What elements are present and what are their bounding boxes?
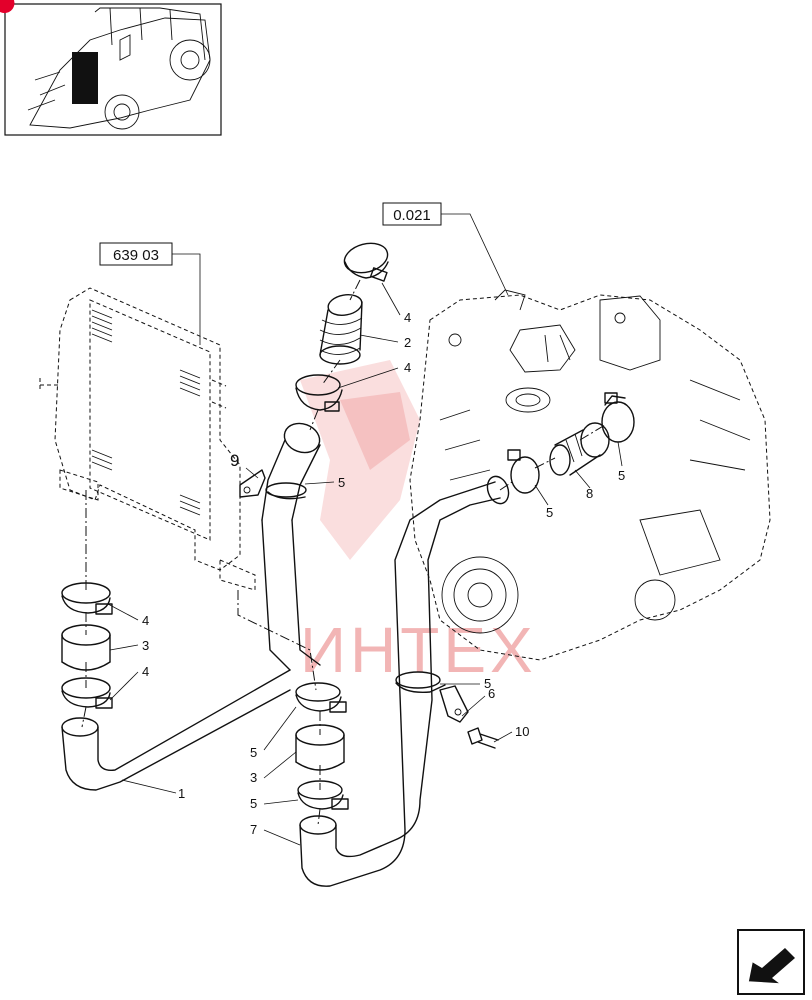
clamp-part-5-pipe7 (395, 671, 446, 693)
bracket-part-6 (439, 685, 469, 723)
tractor-thumbnail-icon[interactable] (0, 0, 222, 136)
callout-3-center: 3 (250, 770, 257, 785)
left-clamp-part-4-upper (61, 582, 113, 615)
callout-5-engine-left: 5 (546, 505, 553, 520)
bracket-part-9 (239, 469, 266, 498)
corner-mark-icon (0, 0, 15, 14)
cooler-reference-label: 639 03 (113, 247, 159, 264)
engine-clamp-part-5-right (601, 392, 635, 443)
next-page-arrow-icon[interactable] (737, 929, 805, 995)
callout-5-center-lower: 5 (250, 796, 257, 811)
leader-lines (107, 282, 623, 846)
engine-clamp-part-5-left (507, 449, 540, 494)
callout-numbers: 4 2 4 5 9 4 3 4 1 5 3 5 7 5 6 10 8 5 5 (142, 310, 625, 837)
callout-5-engine-right: 5 (618, 468, 625, 483)
left-clamp-part-4-lower (61, 677, 113, 709)
cooler-reference-box[interactable]: 639 03 (99, 242, 201, 345)
callout-4-left-upper: 4 (142, 613, 149, 628)
callout-8: 8 (586, 486, 593, 501)
engine-reference-label: 0.021 (393, 207, 431, 224)
alignment-lines (81, 279, 606, 826)
callout-1: 1 (178, 786, 185, 801)
callout-4-middle: 4 (404, 360, 411, 375)
engine-reference-box[interactable]: 0.021 (382, 202, 509, 296)
upper-clamp-part-4 (343, 242, 389, 282)
engine-outline (409, 289, 771, 661)
callout-5-center-upper: 5 (250, 745, 257, 760)
callout-10: 10 (515, 724, 529, 739)
clamp-part-5-upper (265, 482, 307, 500)
intercooler-outline (39, 287, 256, 591)
bolt-part-10 (467, 727, 499, 749)
watermark-text: ИНТЕХ (300, 614, 537, 686)
callout-9: 9 (230, 451, 239, 470)
callout-7: 7 (250, 822, 257, 837)
callout-5-pipe7: 5 (484, 676, 491, 691)
callout-4-left-lower: 4 (142, 664, 149, 679)
watermark-logo: ИНТЕХ (300, 360, 537, 686)
middle-clamp-part-4 (295, 374, 343, 412)
pipe-part-7 (299, 475, 510, 887)
pipe-part-1 (61, 669, 291, 791)
callout-2: 2 (404, 335, 411, 350)
center-clamp-part-5-lower (297, 780, 349, 810)
hose-part-8 (549, 422, 610, 476)
bellows-hose-part-2 (319, 294, 363, 365)
center-clamp-part-5-upper (295, 682, 347, 713)
callout-3-left: 3 (142, 638, 149, 653)
callout-6: 6 (488, 686, 495, 701)
callout-5-upper-pipe: 5 (338, 475, 345, 490)
callout-4-upper: 4 (404, 310, 411, 325)
